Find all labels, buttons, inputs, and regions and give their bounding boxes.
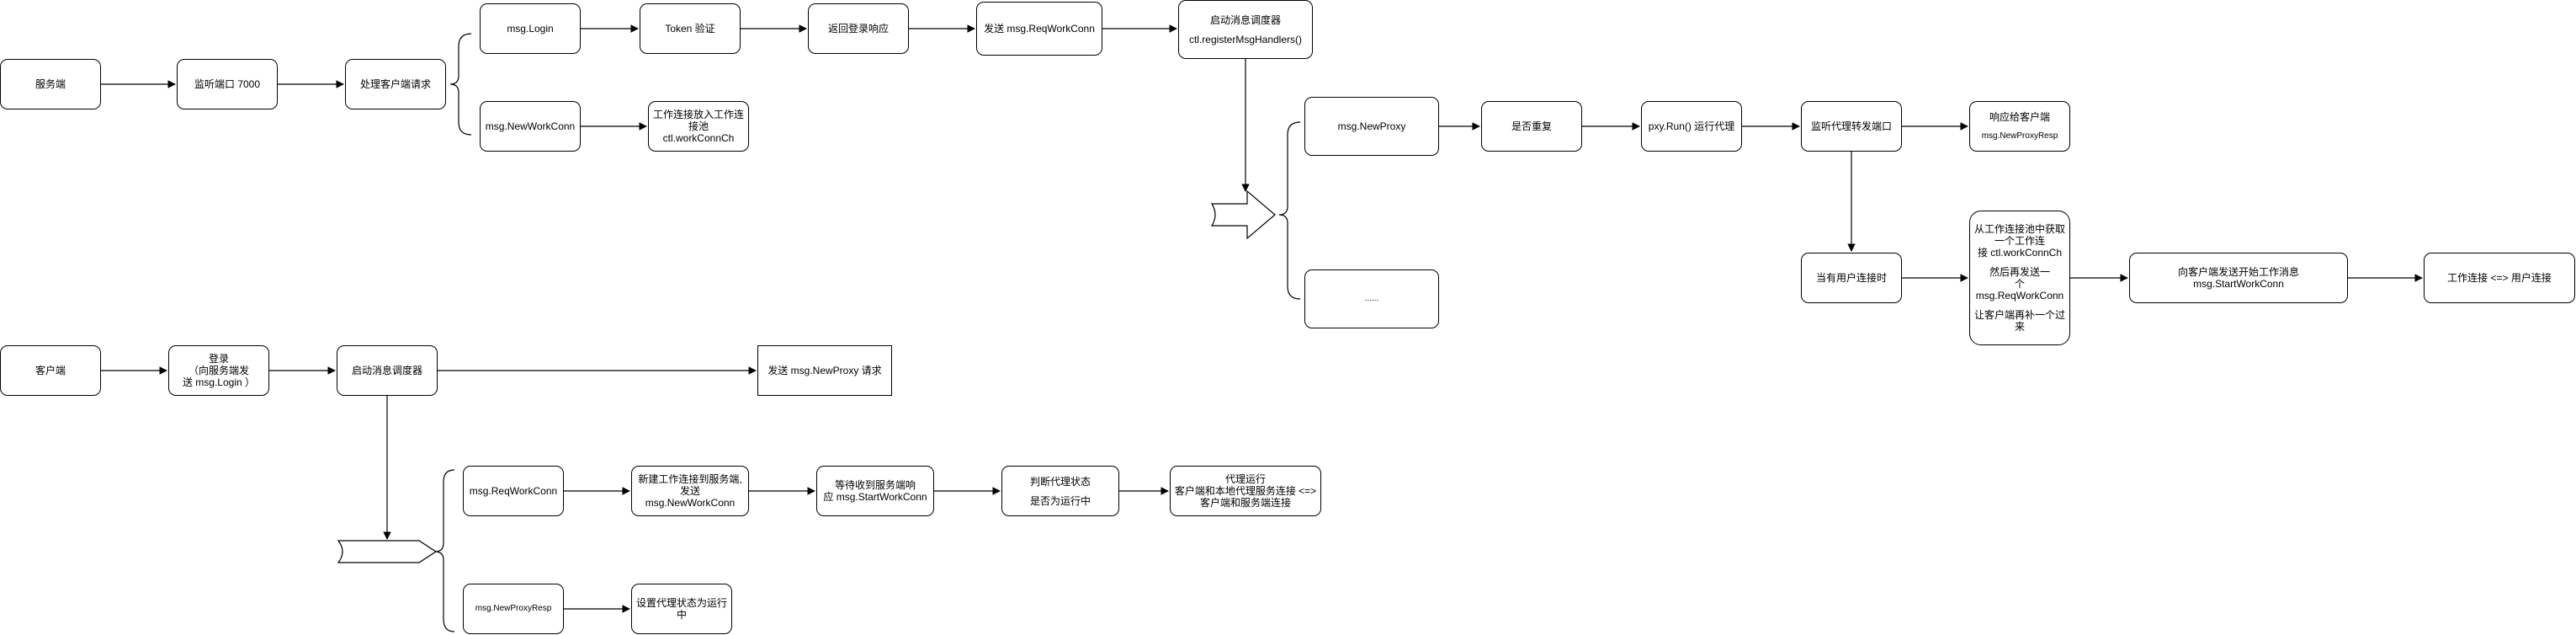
start-workconn-line1: 向客户端发送开始工作消息 (2177, 266, 2299, 278)
listen-port-node: 监听端口 7000 (177, 59, 278, 109)
server-root-label: 服务端 (35, 78, 66, 90)
block-arrow-client (337, 540, 438, 563)
server-dispatcher-label: 启动消息调度器 (1209, 13, 1281, 26)
msg-login-label: msg.Login (507, 23, 554, 35)
respond-client-sub: msg.NewProxyResp (1981, 131, 2058, 141)
set-running-node: 设置代理状态为运行 中 (631, 584, 732, 634)
wait-startworkconn-node: 等待收到服务端响 应 msg.StartWorkConn (816, 466, 934, 516)
client-root-node: 客户端 (0, 345, 101, 396)
msg-login-node: msg.Login (480, 3, 581, 54)
login-response-label: 返回登录响应 (827, 23, 889, 35)
wait-line1: 等待收到服务端响 (834, 479, 916, 491)
client-login-line3: 送 msg.Login ） (182, 376, 256, 388)
workconn-pool-node: 工作连接放入工作连 接池 ctl.workConnCh (648, 101, 749, 152)
handle-request-label: 处理客户端请求 (359, 78, 431, 90)
start-workconn-node: 向客户端发送开始工作消息 msg.StartWorkConn (2129, 253, 2348, 303)
pxy-run-label: pxy.Run() 运行代理 (1648, 120, 1735, 132)
wait-line2: 应 msg.StartWorkConn (823, 491, 927, 503)
client-login-line1: 登录 (208, 353, 229, 365)
brace-client-dispatch (434, 469, 455, 632)
respond-client-node: 响应给客户端 msg.NewProxyResp (1969, 101, 2070, 152)
listen-proxy-port-label: 监听代理转发端口 (1810, 120, 1892, 132)
client-dispatcher-node: 启动消息调度器 (337, 345, 438, 396)
respond-client-label: 响应给客户端 (1989, 110, 2050, 123)
server-root-node: 服务端 (0, 59, 101, 109)
new-workconn-node: 新建工作连接到服务端, 发送 msg.NewWorkConn (631, 466, 749, 516)
judge-line2: 是否为运行中 (1029, 494, 1091, 507)
start-workconn-line2: msg.StartWorkConn (2193, 278, 2284, 290)
fetch-line3: 接 ctl.workConnCh (1977, 247, 2063, 259)
user-connect-label: 当有用户连接时 (1815, 272, 1887, 284)
server-more-node: ...... (1304, 269, 1439, 328)
send-newproxy-label: 发送 msg.NewProxy 请求 (767, 365, 882, 376)
user-connect-node: 当有用户连接时 (1801, 253, 1902, 303)
judge-state-node: 判断代理状态 是否为运行中 (1001, 466, 1119, 516)
fetch-line4: 然后再发送一 (1989, 266, 2050, 278)
set-running-line1: 设置代理状态为运行 (635, 597, 727, 609)
msg-newproxy-label: msg.NewProxy (1337, 120, 1406, 132)
server-more-label: ...... (1364, 294, 1379, 303)
workconn-pool-line2: 接池 ctl.workConnCh (662, 120, 735, 144)
bridge-node: 工作连接 <=> 用户连接 (2424, 253, 2575, 303)
fetch-line6: 让客户端再补一个过 (1973, 309, 2065, 321)
client-reqworkconn-node: msg.ReqWorkConn (463, 466, 564, 516)
new-workconn-line2: 发送 msg.NewWorkConn (645, 485, 736, 509)
workconn-pool-line1: 工作连接放入工作连 (652, 109, 744, 120)
fetch-workconn-node: 从工作连接池中获取 一个工作连 接 ctl.workConnCh 然后再发送一 … (1969, 211, 2070, 345)
handle-request-node: 处理客户端请求 (345, 59, 446, 109)
client-newproxyresp-node: msg.NewProxyResp (463, 584, 564, 634)
fetch-line1: 从工作连接池中获取 (1973, 223, 2065, 235)
client-login-node: 登录 （向服务端发 送 msg.Login ） (168, 345, 269, 396)
client-newproxyresp-label: msg.NewProxyResp (475, 604, 552, 613)
listen-proxy-port-node: 监听代理转发端口 (1801, 101, 1902, 152)
fetch-line2: 一个工作连 (1994, 235, 2045, 247)
brace-server-handle (449, 33, 472, 136)
brace-server-dispatch (1278, 121, 1301, 300)
running-line3: 客户端和服务端连接 (1199, 497, 1291, 509)
client-dispatcher-label: 启动消息调度器 (351, 365, 422, 376)
client-login-line2: （向服务端发 (188, 365, 249, 376)
msg-newworkconn-node: msg.NewWorkConn (480, 101, 581, 152)
server-dispatcher-node: 启动消息调度器 ctl.registerMsgHandlers() (1178, 0, 1313, 59)
msg-newworkconn-label: msg.NewWorkConn (485, 120, 576, 132)
client-reqworkconn-label: msg.ReqWorkConn (469, 485, 558, 497)
token-verify-node: Token 验证 (640, 3, 741, 54)
token-verify-label: Token 验证 (665, 23, 715, 35)
fetch-line7: 来 (2014, 321, 2025, 333)
send-reqworkconn-label: 发送 msg.ReqWorkConn (984, 23, 1095, 35)
pxy-run-node: pxy.Run() 运行代理 (1641, 101, 1742, 152)
duplicate-check-node: 是否重复 (1481, 101, 1582, 152)
listen-port-label: 监听端口 7000 (194, 78, 261, 90)
server-dispatcher-sub: ctl.registerMsgHandlers() (1188, 33, 1303, 45)
send-newproxy-node: 发送 msg.NewProxy 请求 (757, 345, 892, 396)
block-arrow-server (1210, 189, 1276, 240)
send-reqworkconn-node: 发送 msg.ReqWorkConn (976, 2, 1102, 56)
duplicate-check-label: 是否重复 (1511, 120, 1552, 132)
fetch-line5: 个 msg.ReqWorkConn (1975, 278, 2064, 301)
set-running-line2: 中 (676, 609, 687, 621)
client-root-label: 客户端 (35, 365, 66, 376)
running-line2: 客户端和本地代理服务连接 <=> (1174, 485, 1317, 497)
running-line1: 代理运行 (1224, 473, 1266, 485)
proxy-running-node: 代理运行 客户端和本地代理服务连接 <=> 客户端和服务端连接 (1170, 466, 1321, 516)
bridge-label: 工作连接 <=> 用户连接 (2447, 272, 2552, 284)
msg-newproxy-node: msg.NewProxy (1304, 97, 1439, 156)
new-workconn-line1: 新建工作连接到服务端, (638, 473, 742, 485)
login-response-node: 返回登录响应 (808, 3, 909, 54)
judge-line1: 判断代理状态 (1029, 475, 1091, 488)
